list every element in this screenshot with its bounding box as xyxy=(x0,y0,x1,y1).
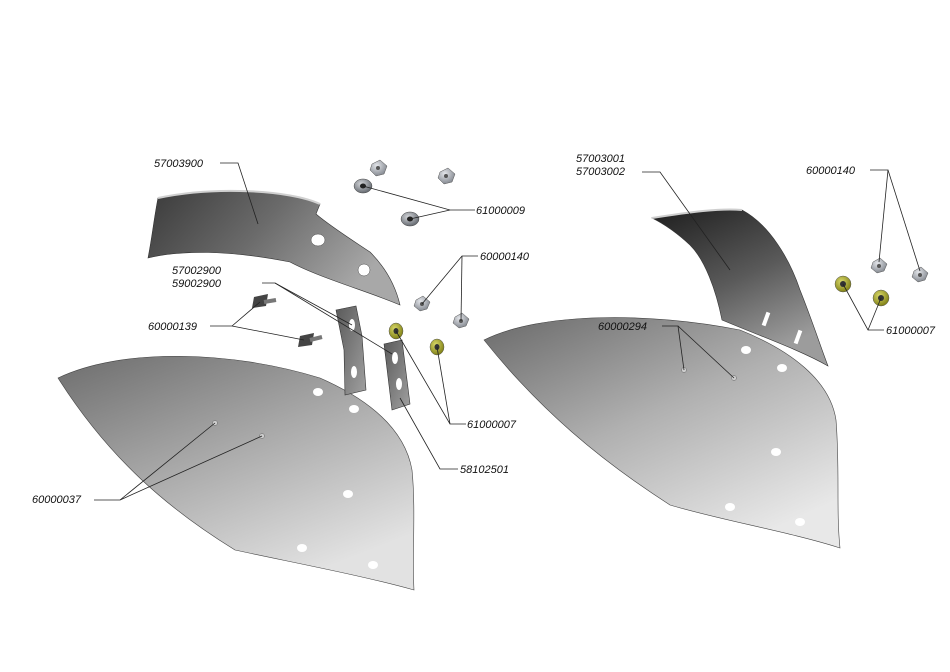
part-label-60000140-left: 60000140 xyxy=(480,251,530,263)
part-label-57003001: 57003001 xyxy=(576,153,625,165)
bolt-icon xyxy=(298,333,322,347)
part-label-60000037: 60000037 xyxy=(32,494,82,506)
part-label-60000294: 60000294 xyxy=(598,321,647,333)
part-label-58102501: 58102501 xyxy=(460,464,509,476)
part-label-61000009: 61000009 xyxy=(476,205,525,217)
nut-icon xyxy=(438,168,455,184)
nut-icon xyxy=(370,160,387,176)
bracket-58102501 xyxy=(384,340,410,410)
part-label-59002900: 59002900 xyxy=(172,278,222,290)
part-label-60000139: 60000139 xyxy=(148,321,197,333)
part-label-57003002: 57003002 xyxy=(576,166,625,178)
part-label-61000007-left: 61000007 xyxy=(467,419,517,431)
nut-icon xyxy=(912,267,928,282)
bracket-57002900 xyxy=(336,306,366,395)
part-label-57002900: 57002900 xyxy=(172,265,222,277)
part-label-57003900: 57003900 xyxy=(154,158,204,170)
part-label-61000007-right: 61000007 xyxy=(886,325,936,337)
share-plate-right xyxy=(484,318,840,548)
part-label-60000140-right: 60000140 xyxy=(806,165,856,177)
